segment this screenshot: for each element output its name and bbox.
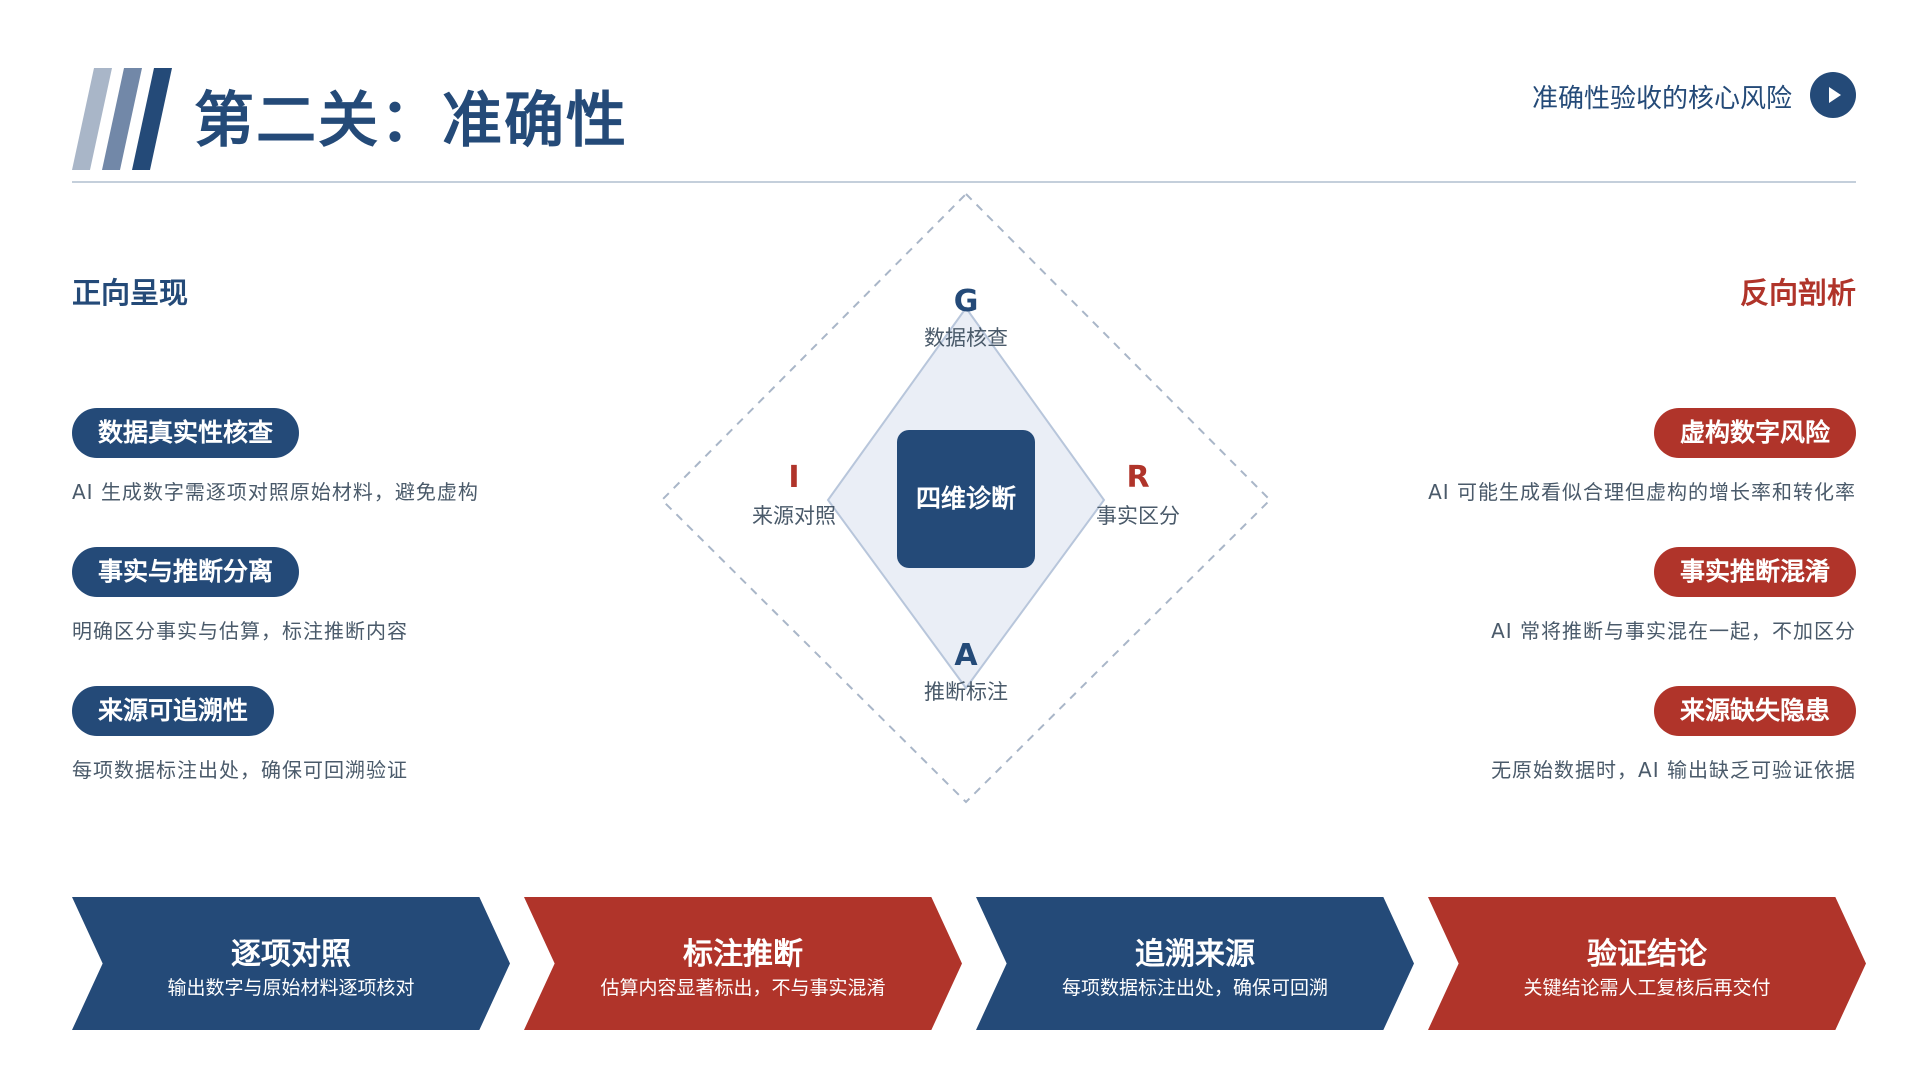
- right-section-title: 反向剖析: [1739, 276, 1856, 310]
- process-step-1-desc: 输出数字与原始材料逐项核对: [167, 977, 415, 999]
- dimension-r-letter: R: [1126, 460, 1150, 495]
- process-step-2-title: 标注推断: [683, 937, 803, 972]
- page-title: 第二关：准确性: [194, 86, 628, 156]
- left-section-title: 正向呈现: [72, 276, 189, 310]
- right-pill-2[interactable]: 事实推断混淆: [1653, 547, 1856, 597]
- process-step-4-desc: 关键结论需人工复核后再交付: [1523, 977, 1771, 999]
- dimension-r-label: 事实区分: [1096, 504, 1180, 528]
- dimension-a-letter: A: [954, 638, 978, 673]
- process-step-3-desc: 每项数据标注出处，确保可回溯: [1061, 977, 1328, 999]
- dimension-i-label: 来源对照: [752, 504, 836, 528]
- process-step-4-title: 验证结论: [1587, 937, 1707, 972]
- process-step-4[interactable]: 验证结论 关键结论需人工复核后再交付: [1428, 897, 1866, 1030]
- left-pill-2[interactable]: 事实与推断分离: [72, 547, 300, 597]
- header-divider: [72, 181, 1856, 183]
- dimension-a-label: 推断标注: [924, 680, 1008, 704]
- header-stripes-logo: [72, 68, 172, 170]
- outer-dashed-diamond: [660, 192, 1270, 804]
- dimension-i-letter: I: [788, 460, 800, 495]
- dimension-g-letter: G: [953, 284, 979, 319]
- left-desc-3: 每项数据标注出处，确保可回溯验证: [72, 758, 408, 782]
- process-step-2[interactable]: 标注推断 估算内容显著标出，不与事实混淆: [524, 897, 962, 1030]
- diagram-center[interactable]: 四维诊断: [897, 430, 1035, 568]
- left-pill-1[interactable]: 数据真实性核查: [72, 408, 300, 458]
- process-step-3-title: 追溯来源: [1135, 937, 1255, 972]
- four-dimension-diagram: 四维诊断 G 数据核查 I 来源对照 R 事实区分 A 推断标注: [660, 190, 1270, 810]
- process-step-3[interactable]: 追溯来源 每项数据标注出处，确保可回溯: [976, 897, 1414, 1030]
- dimension-g-label: 数据核查: [924, 326, 1008, 350]
- right-pill-3[interactable]: 来源缺失隐患: [1653, 686, 1856, 736]
- right-pill-1[interactable]: 虚构数字风险: [1653, 408, 1856, 458]
- process-step-1-title: 逐项对照: [231, 937, 351, 972]
- right-desc-3: 无原始数据时，AI 输出缺乏可验证依据: [1491, 758, 1856, 782]
- process-step-2-desc: 估算内容显著标出，不与事实混淆: [600, 977, 886, 999]
- left-desc-2: 明确区分事实与估算，标注推断内容: [72, 619, 408, 643]
- left-desc-1: AI 生成数字需逐项对照原始材料，避免虚构: [72, 480, 479, 504]
- left-pill-3[interactable]: 来源可追溯性: [72, 686, 275, 736]
- play-circle-icon[interactable]: [1810, 72, 1856, 118]
- header-subtitle: 准确性验收的核心风险: [1531, 84, 1792, 114]
- right-desc-2: AI 常将推断与事实混在一起，不加区分: [1491, 619, 1856, 643]
- right-desc-1: AI 可能生成看似合理但虚构的增长率和转化率: [1428, 480, 1856, 504]
- process-step-1[interactable]: 逐项对照 输出数字与原始材料逐项核对: [72, 897, 510, 1030]
